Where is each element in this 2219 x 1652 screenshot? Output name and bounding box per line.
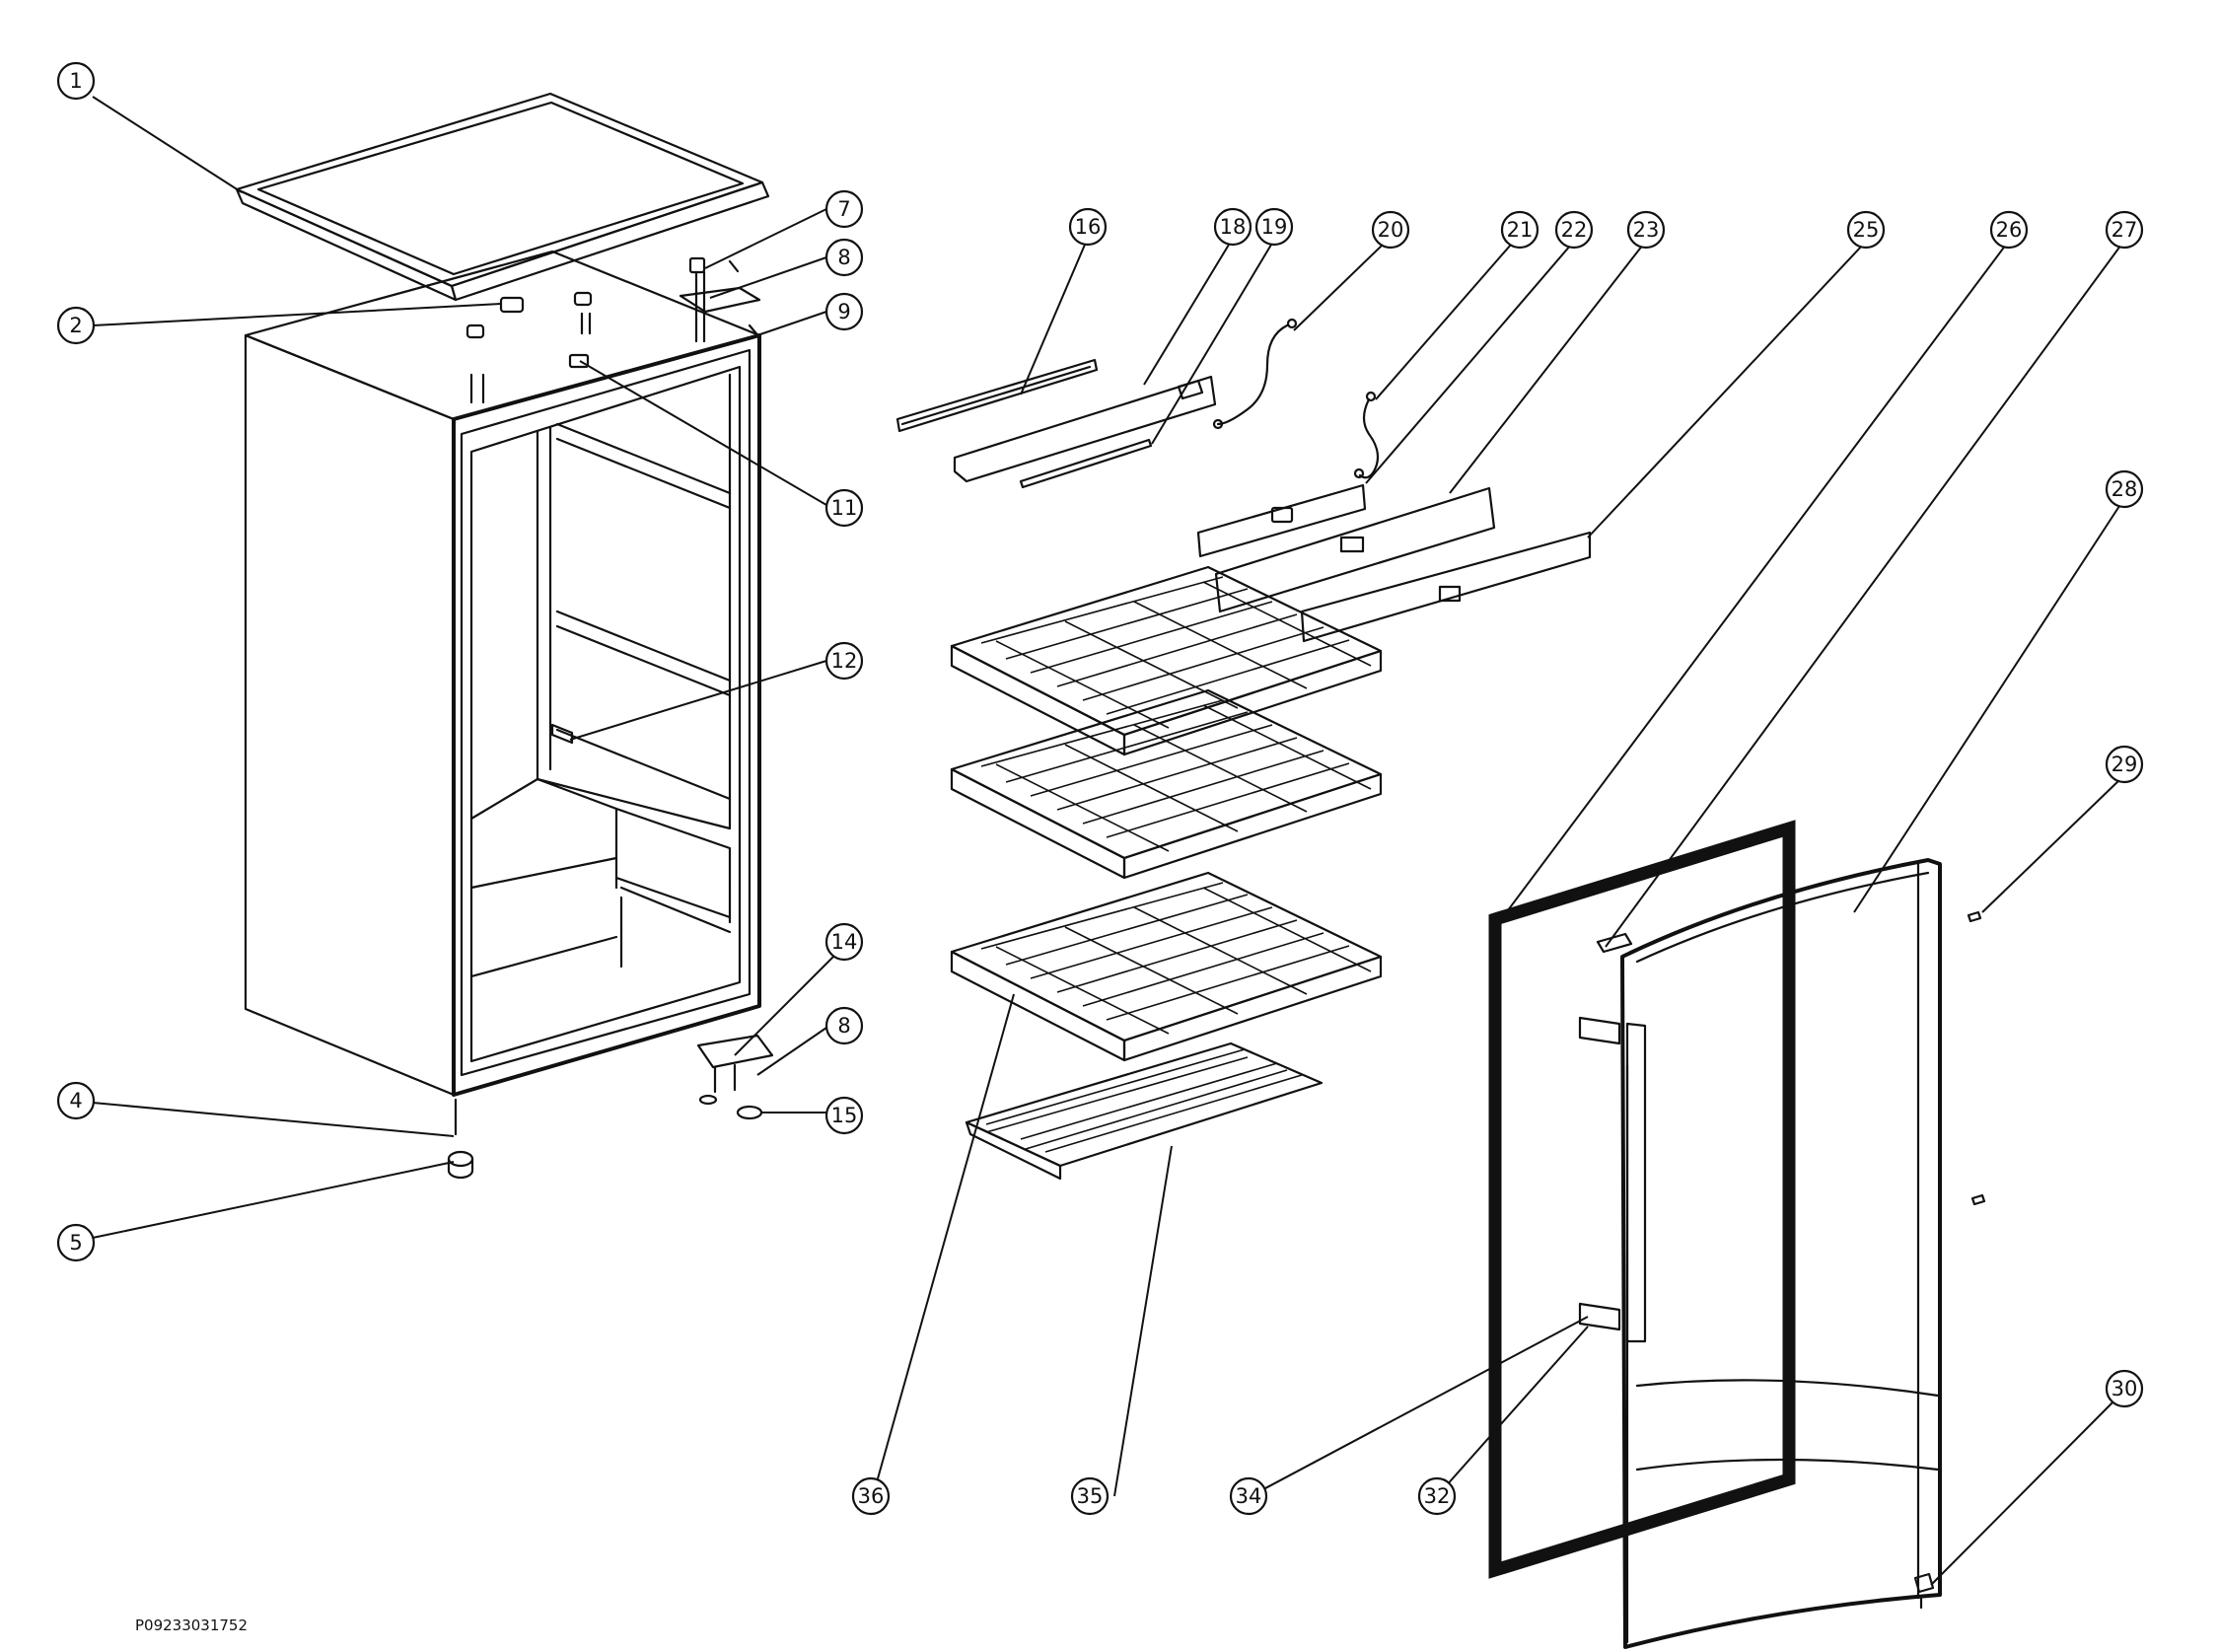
callout-label: 11: [831, 496, 858, 520]
callout-26: 26: [1989, 210, 2029, 250]
callout-9: 9: [824, 292, 864, 331]
callout-30: 30: [2105, 1369, 2144, 1408]
callout-5: 5: [56, 1223, 96, 1262]
callout-35: 35: [1070, 1476, 1110, 1516]
callout-2: 2: [56, 306, 96, 345]
callout-label: 18: [1220, 215, 1247, 239]
callout-label: 34: [1236, 1484, 1262, 1508]
callout-1: 1: [56, 61, 96, 101]
callout-label: 27: [2112, 218, 2138, 242]
callout-23: 23: [1626, 210, 1666, 250]
callout-label: 20: [1378, 218, 1404, 242]
callout-14: 14: [824, 922, 864, 962]
shelf-3: [950, 871, 1383, 1062]
door-handle: [1578, 1016, 1647, 1343]
callout-label: 28: [2112, 477, 2138, 501]
door-assembly: [1488, 820, 1986, 1649]
hinge-parts: [1596, 910, 1986, 1610]
callout-25: 25: [1846, 210, 1886, 250]
callout-27: 27: [2105, 210, 2144, 250]
callout-label: 35: [1077, 1484, 1104, 1508]
callout-22: 22: [1554, 210, 1594, 250]
callout-label: 15: [831, 1104, 858, 1127]
callout-36: 36: [851, 1476, 891, 1516]
callout-18: 18: [1213, 207, 1253, 247]
shelf-bottom: [965, 1041, 1324, 1181]
callout-label: 32: [1424, 1484, 1451, 1508]
wiring-cables: [1212, 318, 1380, 479]
callout-20: 20: [1371, 210, 1410, 250]
cabinet-shell: [244, 250, 761, 1097]
callout-label: 30: [2112, 1377, 2138, 1401]
callout-12: 12: [824, 641, 864, 681]
callout-21: 21: [1500, 210, 1539, 250]
top-fixings: [465, 256, 761, 404]
callout-19: 19: [1254, 207, 1294, 247]
top-plate: [235, 92, 770, 302]
door-gasket: [1488, 820, 1796, 1579]
callout-label: 12: [831, 649, 858, 673]
shelf-1: [950, 565, 1383, 756]
light-strips: [895, 358, 1217, 489]
callout-label: 23: [1633, 218, 1660, 242]
callout-34: 34: [1229, 1476, 1268, 1516]
callout-label: 19: [1261, 215, 1288, 239]
callout-label: 26: [1996, 218, 2023, 242]
door-panel: [1620, 858, 1942, 1649]
drawing-code: P09233031752: [135, 1616, 248, 1634]
control-panel: [1196, 483, 1592, 643]
callout-11: 11: [824, 488, 864, 528]
callout-label: 25: [1853, 218, 1880, 242]
callout-label: 8: [837, 246, 850, 269]
wire-shelves: [950, 565, 1383, 1181]
callout-label: 22: [1561, 218, 1588, 242]
callout-28: 28: [2105, 469, 2144, 509]
callout-label: 36: [858, 1484, 885, 1508]
callout-label: 21: [1507, 218, 1534, 242]
leader-lines: [92, 96, 2122, 1586]
callout-label: 8: [837, 1014, 850, 1038]
callout-label: 4: [69, 1089, 82, 1113]
callout-8-top: 8: [824, 238, 864, 277]
callout-label: 5: [69, 1231, 82, 1255]
callout-label: 16: [1075, 215, 1102, 239]
callout-29: 29: [2105, 745, 2144, 784]
callout-4: 4: [56, 1081, 96, 1120]
feet: [447, 1034, 774, 1180]
callout-32: 32: [1417, 1476, 1457, 1516]
callout-16: 16: [1068, 207, 1108, 247]
callout-8-bottom: 8: [824, 1006, 864, 1045]
callout-label: 14: [831, 930, 858, 954]
cabinet-body: [235, 92, 774, 1180]
callout-label: 7: [837, 197, 850, 221]
callout-label: 29: [2112, 753, 2138, 776]
callout-15: 15: [824, 1096, 864, 1135]
shelf-2: [950, 688, 1383, 880]
callout-7: 7: [824, 189, 864, 229]
callout-label: 2: [69, 314, 82, 337]
callout-label: 1: [69, 69, 82, 93]
callout-label: 9: [837, 300, 850, 323]
